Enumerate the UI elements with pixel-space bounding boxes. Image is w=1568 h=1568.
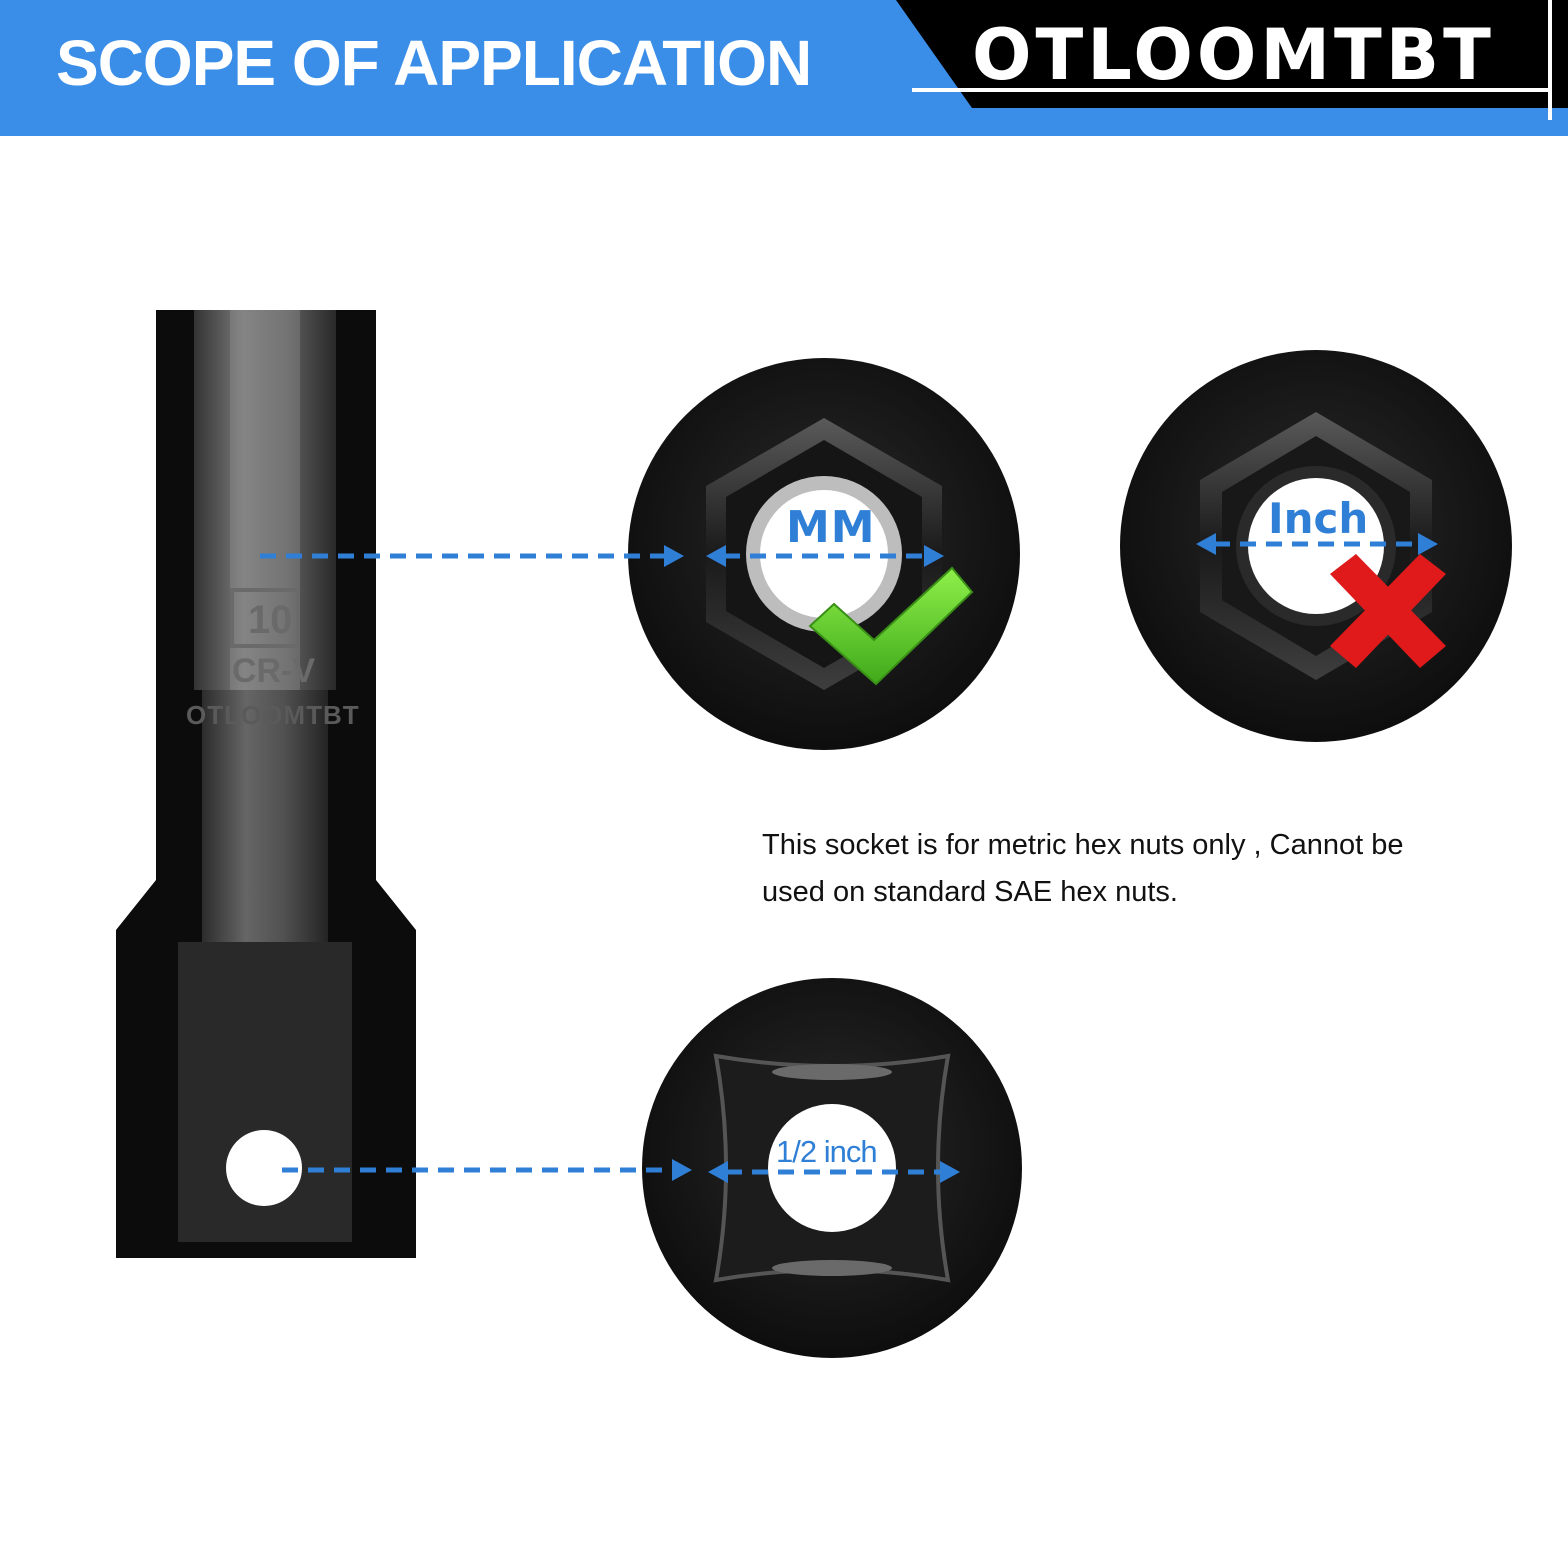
metric-socket-view	[628, 358, 1020, 750]
drive-square-view	[642, 978, 1022, 1358]
page-title: SCOPE OF APPLICATION	[56, 27, 812, 99]
socket-size-marking: 10	[248, 598, 293, 642]
check-icon	[808, 566, 974, 686]
compatibility-note: This socket is for metric hex nuts only …	[762, 829, 1404, 908]
socket-side-view	[116, 310, 416, 1258]
dimension-arrows	[260, 541, 1420, 1175]
socket-material-marking: CR-V	[232, 652, 316, 690]
header-banner: SCOPE OF APPLICATION OTLOOMTBT	[0, 0, 1568, 140]
brand-logo: OTLOOMTBT	[972, 14, 1495, 96]
cross-icon	[1330, 554, 1446, 668]
drive-size-label: 1/2 inch	[776, 1134, 878, 1169]
inch-socket-view	[1120, 350, 1512, 742]
inch-label: Inch	[1268, 494, 1369, 543]
metric-label: MM	[786, 502, 876, 553]
header-background	[0, 0, 1568, 136]
socket-brand-marking: OTLOOMTBT	[186, 700, 360, 730]
arrow-heads	[664, 533, 1438, 1183]
